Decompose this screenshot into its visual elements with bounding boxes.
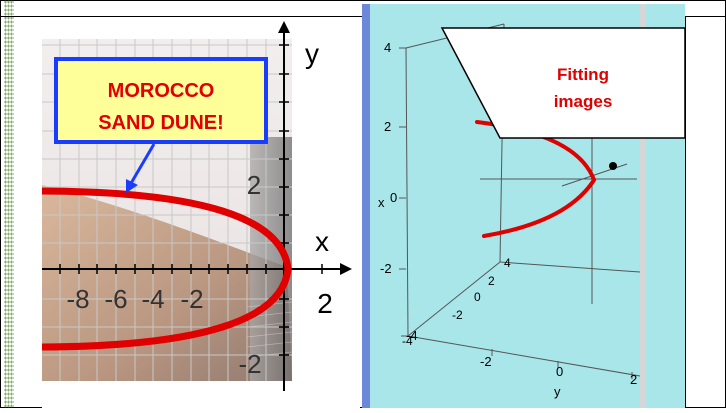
point-marker	[609, 162, 617, 170]
z-tick-label: 0	[390, 190, 397, 205]
depth-tick-label: -2	[452, 308, 463, 322]
depth-tick-label: 4	[504, 256, 511, 270]
callout-pointer	[128, 143, 156, 186]
plot3d-panel: 4 2 0 -2 -4 x 4 2 0 -2 -4 -2 0 2 y Fitti…	[362, 4, 686, 408]
z-tick-label: 2	[384, 119, 391, 134]
depth-tick-label: -4	[402, 334, 413, 348]
x-tick-label: 2	[317, 288, 333, 319]
z-tick-label: -2	[380, 261, 392, 276]
y-tick-label: -2	[238, 349, 261, 379]
x-axis-arrow-icon	[340, 263, 352, 275]
y-tick-label: -2	[480, 354, 492, 369]
depth-tick-label: 2	[488, 274, 495, 288]
banner-line-1: Fitting	[557, 65, 609, 84]
divider-right	[685, 16, 686, 408]
y-axis-label: y	[305, 38, 319, 69]
y-tick-label: 2	[247, 170, 261, 200]
y-axis-arrow-icon	[278, 21, 290, 33]
x-tick-label: -8	[66, 284, 89, 314]
depth-tick-label: 0	[474, 290, 481, 304]
x-axis-label: x	[315, 226, 329, 257]
plot3d: 4 2 0 -2 -4 x 4 2 0 -2 -4 -2 0 2 y Fitti…	[362, 4, 686, 408]
x-tick-label: -2	[180, 284, 203, 314]
callout-box	[54, 57, 268, 144]
x-tick-label: -6	[104, 284, 127, 314]
dotted-border	[4, 0, 14, 408]
callout-line-2: SAND DUNE!	[98, 112, 224, 134]
x-axis-label: x	[378, 195, 385, 210]
y-tick-label: 0	[556, 364, 563, 379]
y-axis-label: y	[554, 384, 561, 399]
dune-graph: -8 -6 -4 -2 2 -2 2 x y MOROCCO SAND DUNE…	[38, 17, 360, 408]
dune-graph-panel: -8 -6 -4 -2 2 -2 2 x y MOROCCO SAND DUNE…	[38, 17, 360, 408]
z-tick-label: 4	[384, 40, 391, 55]
pointer-arrow-icon	[126, 179, 138, 193]
callout-line-1: MOROCCO	[108, 80, 215, 102]
z-tick-label: -4	[406, 328, 418, 343]
scrollbar[interactable]	[640, 4, 646, 408]
sand-dune	[42, 185, 292, 381]
parabola-curve	[38, 187, 292, 351]
banner-line-2: images	[554, 92, 613, 111]
y-tick-label: 2	[630, 372, 637, 387]
x-tick-label: -4	[141, 284, 164, 314]
window-edge	[362, 4, 370, 408]
